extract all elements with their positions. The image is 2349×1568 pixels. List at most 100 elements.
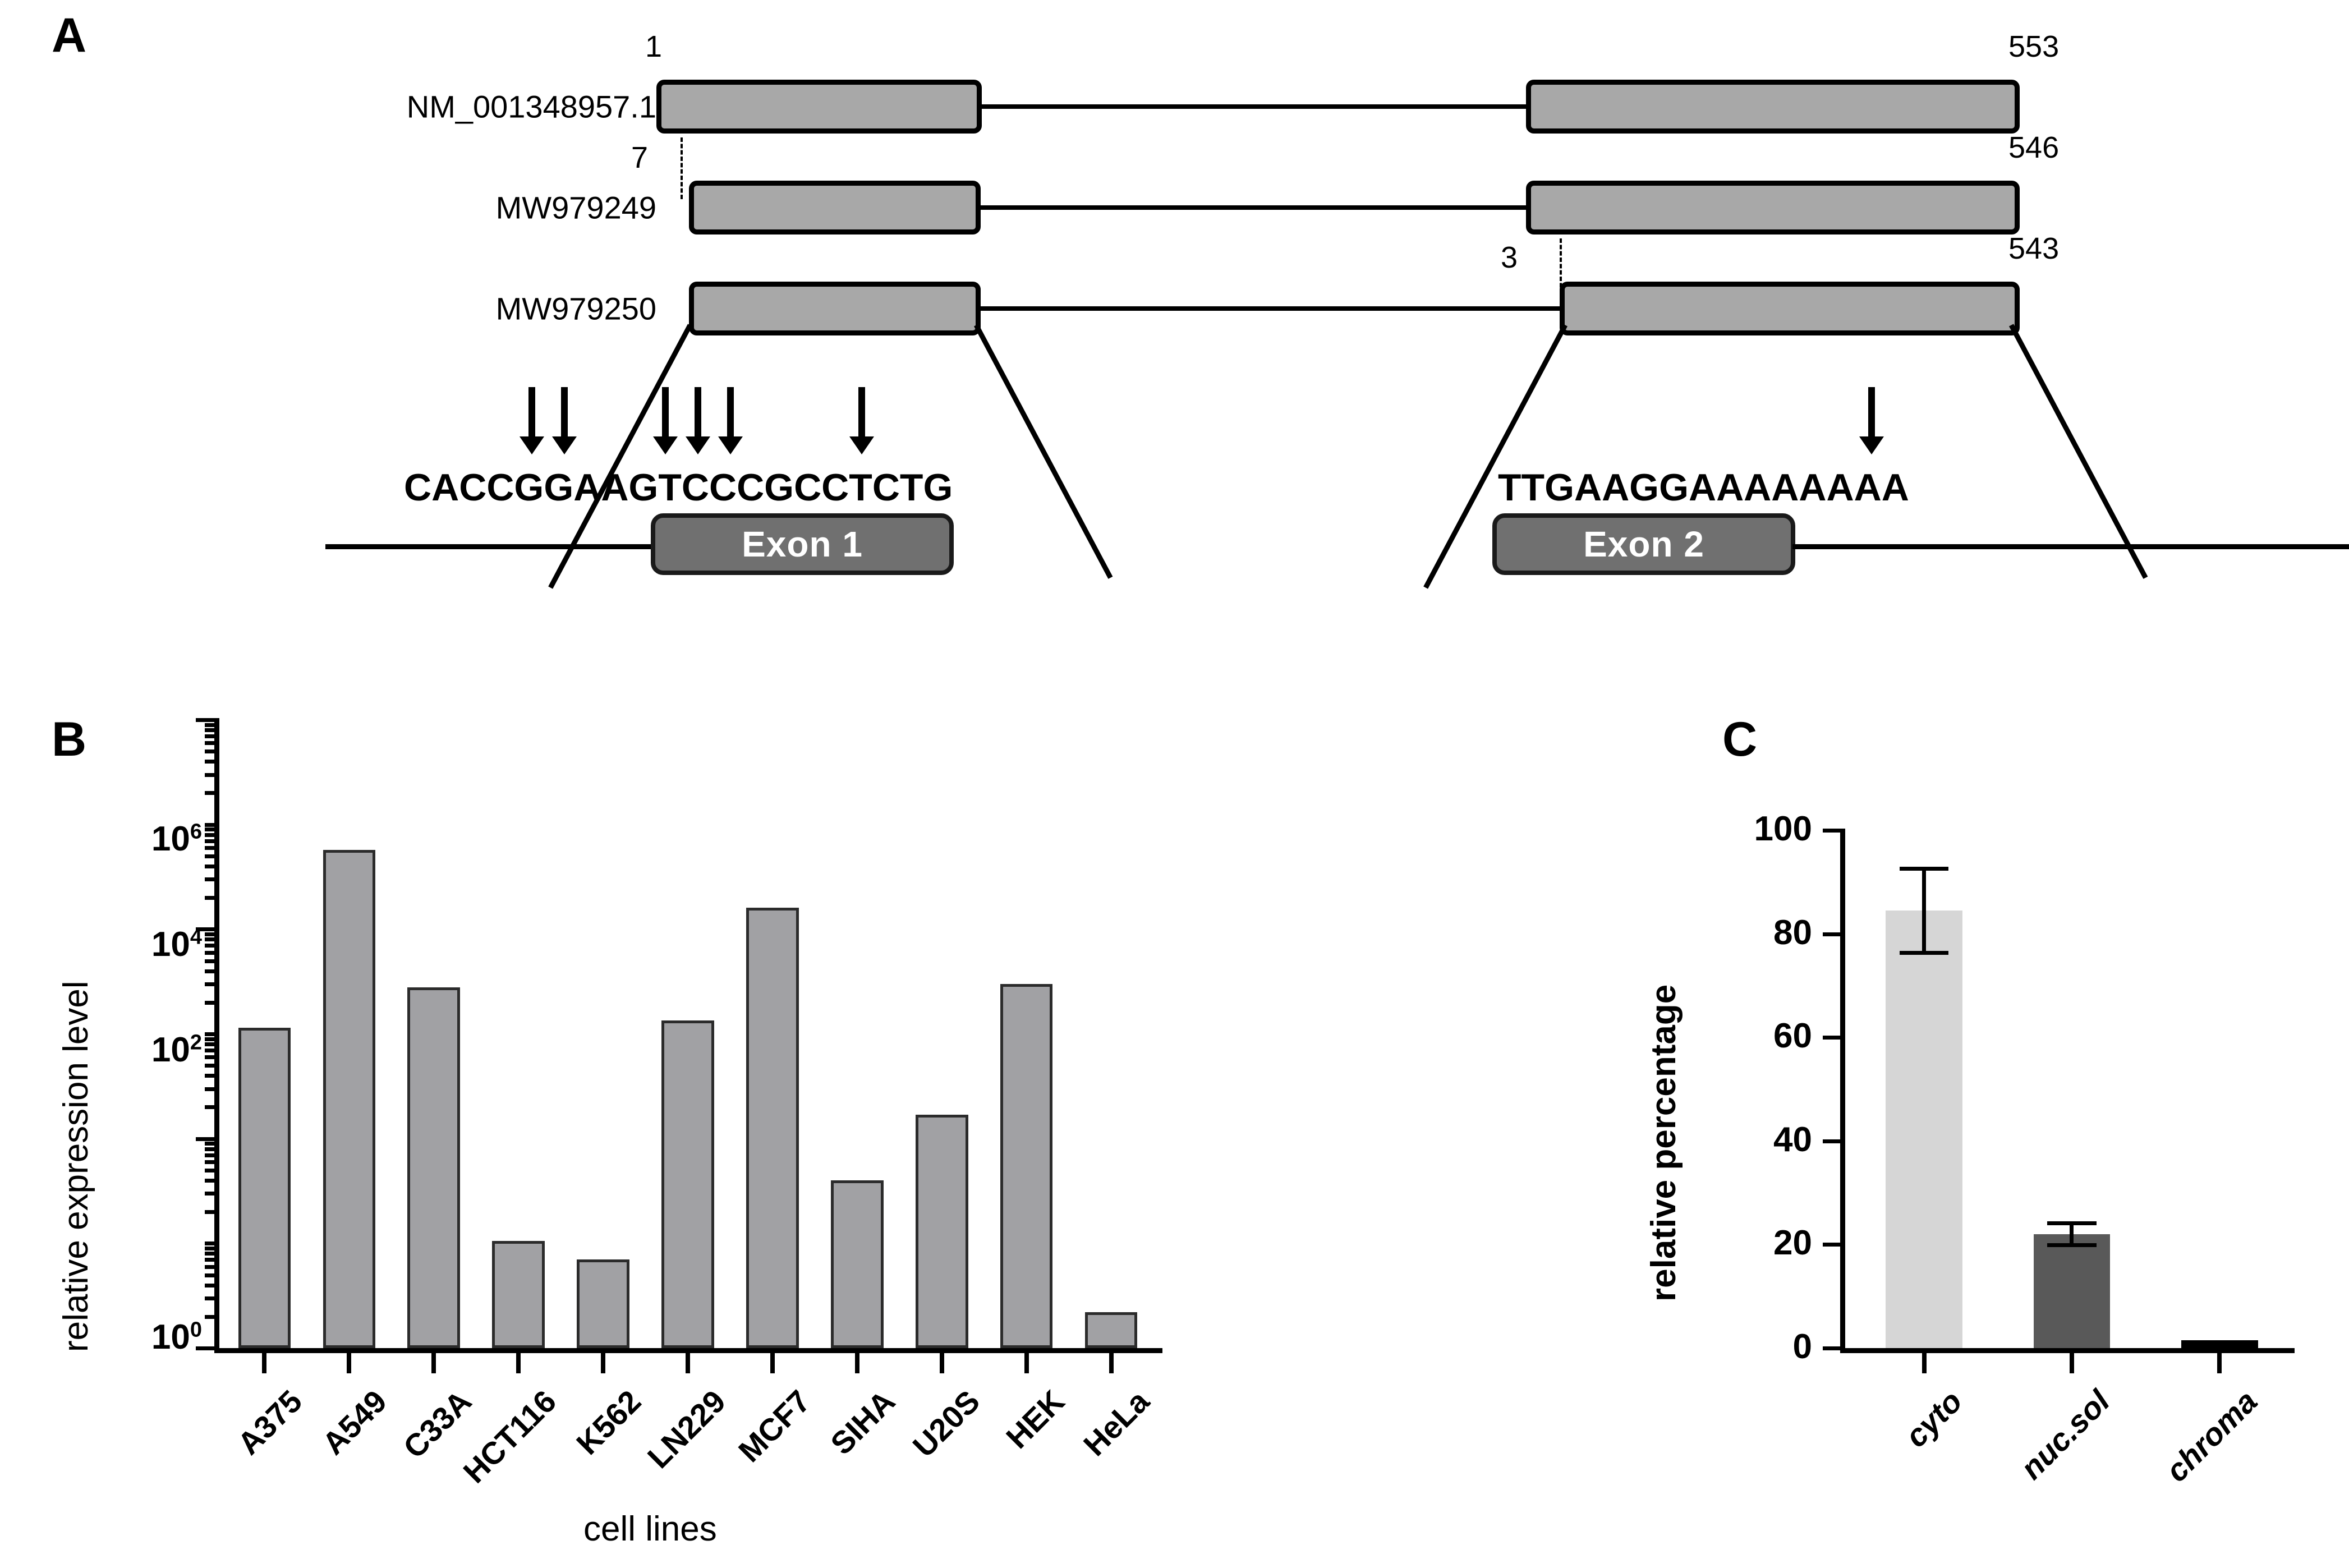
error-bar-line bbox=[2070, 1221, 2074, 1247]
mutation-arrow-2 bbox=[552, 387, 577, 454]
panel-b-x-axis-title: cell lines bbox=[583, 1510, 717, 1548]
y-minor-tick bbox=[205, 760, 219, 764]
transcript-3-inner-coord: 3 bbox=[1501, 241, 1518, 274]
y-minor-tick bbox=[205, 1168, 219, 1172]
exon1-flank-line-left bbox=[325, 544, 656, 549]
y-minor-tick bbox=[205, 944, 219, 948]
panel-c-y-tick bbox=[1823, 1346, 1845, 1350]
exon2-flank-line-right bbox=[1792, 544, 2349, 549]
exon2-zoom-block: TTGAAGGAAAAAAAA Exon 2 bbox=[1481, 381, 2349, 606]
y-tick-mantissa-1e6: 10 bbox=[151, 820, 190, 858]
x-tick bbox=[601, 1353, 606, 1373]
transcript-2-start-coord: 7 bbox=[631, 141, 649, 174]
x-tick bbox=[1109, 1353, 1114, 1373]
bar-hek bbox=[1000, 983, 1053, 1348]
y-minor-tick bbox=[205, 1178, 219, 1183]
x-tick bbox=[347, 1353, 352, 1373]
panel-c-y-axis-title: relative percentage bbox=[1644, 984, 1683, 1302]
panel-c-y-tick-label-60: 60 bbox=[1773, 1017, 1812, 1056]
y-minor-tick bbox=[205, 723, 219, 727]
x-tick bbox=[431, 1353, 436, 1373]
error-bar-nuc-sol bbox=[2047, 1221, 2097, 1247]
y-minor-tick bbox=[205, 959, 219, 963]
y-minor-tick bbox=[205, 1241, 219, 1246]
exon2-sequence: TTGAAGGAAAAAAAA bbox=[1498, 466, 1909, 509]
panel-a: A NM_001348957.1 1 553 7 MW979249 546 3 … bbox=[0, 0, 2349, 617]
y-minor-tick bbox=[205, 1142, 219, 1146]
y-minor-tick bbox=[205, 833, 219, 837]
y-minor-tick bbox=[205, 1087, 219, 1091]
dashed-connector-right bbox=[1560, 238, 1562, 300]
y-minor-tick bbox=[205, 822, 219, 827]
panel-a-letter: A bbox=[52, 8, 86, 62]
mutation-arrow-4 bbox=[686, 387, 710, 454]
mutation-arrow-3 bbox=[653, 387, 678, 454]
x-tick bbox=[262, 1353, 267, 1373]
dashed-connector-left bbox=[681, 137, 683, 199]
y-minor-tick bbox=[205, 1074, 219, 1078]
y-major-tick bbox=[196, 927, 219, 932]
bar-siha bbox=[831, 1180, 884, 1348]
panel-c-x-label-chroma: chroma bbox=[2158, 1383, 2264, 1489]
panel-c-y-tick-label-20: 20 bbox=[1773, 1224, 1812, 1263]
exon2-pill: Exon 2 bbox=[1492, 513, 1795, 575]
exon2-box-transcript-3 bbox=[1560, 282, 2020, 335]
y-major-tick bbox=[196, 1346, 219, 1350]
y-minor-tick bbox=[205, 1192, 219, 1196]
transcript-label-2: MW979249 bbox=[495, 190, 656, 226]
y-minor-tick bbox=[205, 896, 219, 900]
panel-c-y-tick bbox=[1823, 1243, 1845, 1247]
polya-arrow-1 bbox=[1859, 387, 1884, 454]
mutation-arrow-5 bbox=[718, 387, 743, 454]
bar-u20s bbox=[915, 1114, 968, 1348]
y-minor-tick bbox=[205, 1000, 219, 1005]
bar-hct116 bbox=[492, 1241, 545, 1348]
y-minor-tick bbox=[205, 877, 219, 882]
y-minor-tick bbox=[205, 1037, 219, 1041]
y-tick-exponent-1e0: 0 bbox=[190, 1318, 202, 1342]
y-minor-tick bbox=[205, 937, 219, 942]
x-tick bbox=[516, 1353, 521, 1373]
panel-c-y-tick-label-80: 80 bbox=[1773, 913, 1812, 952]
y-tick-mantissa-1e2: 10 bbox=[151, 1031, 190, 1069]
exon1-sequence: CACCGGAAGTCCCGCCTCTG bbox=[404, 466, 953, 509]
y-tick-label-1e4: 104 bbox=[73, 925, 202, 964]
intron-line-2 bbox=[690, 205, 1529, 210]
y-minor-tick bbox=[205, 1210, 219, 1215]
transcript-row-3: MW979250 543 bbox=[0, 232, 2349, 342]
y-minor-tick bbox=[205, 1153, 219, 1157]
intron-line-3 bbox=[690, 306, 1562, 311]
transcript-3-end-coord: 543 bbox=[2008, 232, 2060, 265]
panel-c-y-tick bbox=[1823, 829, 1845, 833]
error-bar-cap-bottom bbox=[1899, 950, 1949, 955]
y-minor-tick bbox=[205, 1264, 219, 1269]
y-minor-tick bbox=[205, 839, 219, 843]
panel-b-x-axis bbox=[214, 1348, 1162, 1353]
y-minor-tick bbox=[205, 734, 219, 738]
y-minor-tick bbox=[205, 864, 219, 868]
y-minor-tick bbox=[205, 827, 219, 832]
panel-c-y-tick bbox=[1823, 1139, 1845, 1143]
y-minor-tick bbox=[205, 969, 219, 973]
panel-c-x-tick bbox=[2070, 1353, 2074, 1373]
mutation-arrow-6 bbox=[849, 387, 874, 454]
x-tick bbox=[939, 1353, 944, 1373]
exon2-box-transcript-2 bbox=[1526, 181, 2020, 234]
y-minor-tick bbox=[205, 932, 219, 936]
y-minor-tick bbox=[205, 1055, 219, 1060]
exon1-pill: Exon 1 bbox=[651, 513, 954, 575]
bar-ln229 bbox=[661, 1020, 714, 1348]
bar-nuc-sol bbox=[2033, 1234, 2111, 1348]
y-minor-tick bbox=[205, 1042, 219, 1047]
y-minor-tick bbox=[205, 1105, 219, 1110]
y-minor-tick bbox=[205, 1296, 219, 1300]
panel-c-letter: C bbox=[1722, 712, 1757, 766]
y-major-tick bbox=[196, 1137, 219, 1141]
y-minor-tick bbox=[205, 1032, 219, 1036]
error-bar-cyto bbox=[1899, 866, 1949, 955]
transcript-2-end-coord: 546 bbox=[2008, 131, 2060, 164]
mutation-arrow-1 bbox=[520, 387, 544, 454]
bar-a375 bbox=[238, 1027, 291, 1348]
transcript-1-start-coord: 1 bbox=[645, 30, 663, 63]
y-minor-tick bbox=[205, 749, 219, 754]
